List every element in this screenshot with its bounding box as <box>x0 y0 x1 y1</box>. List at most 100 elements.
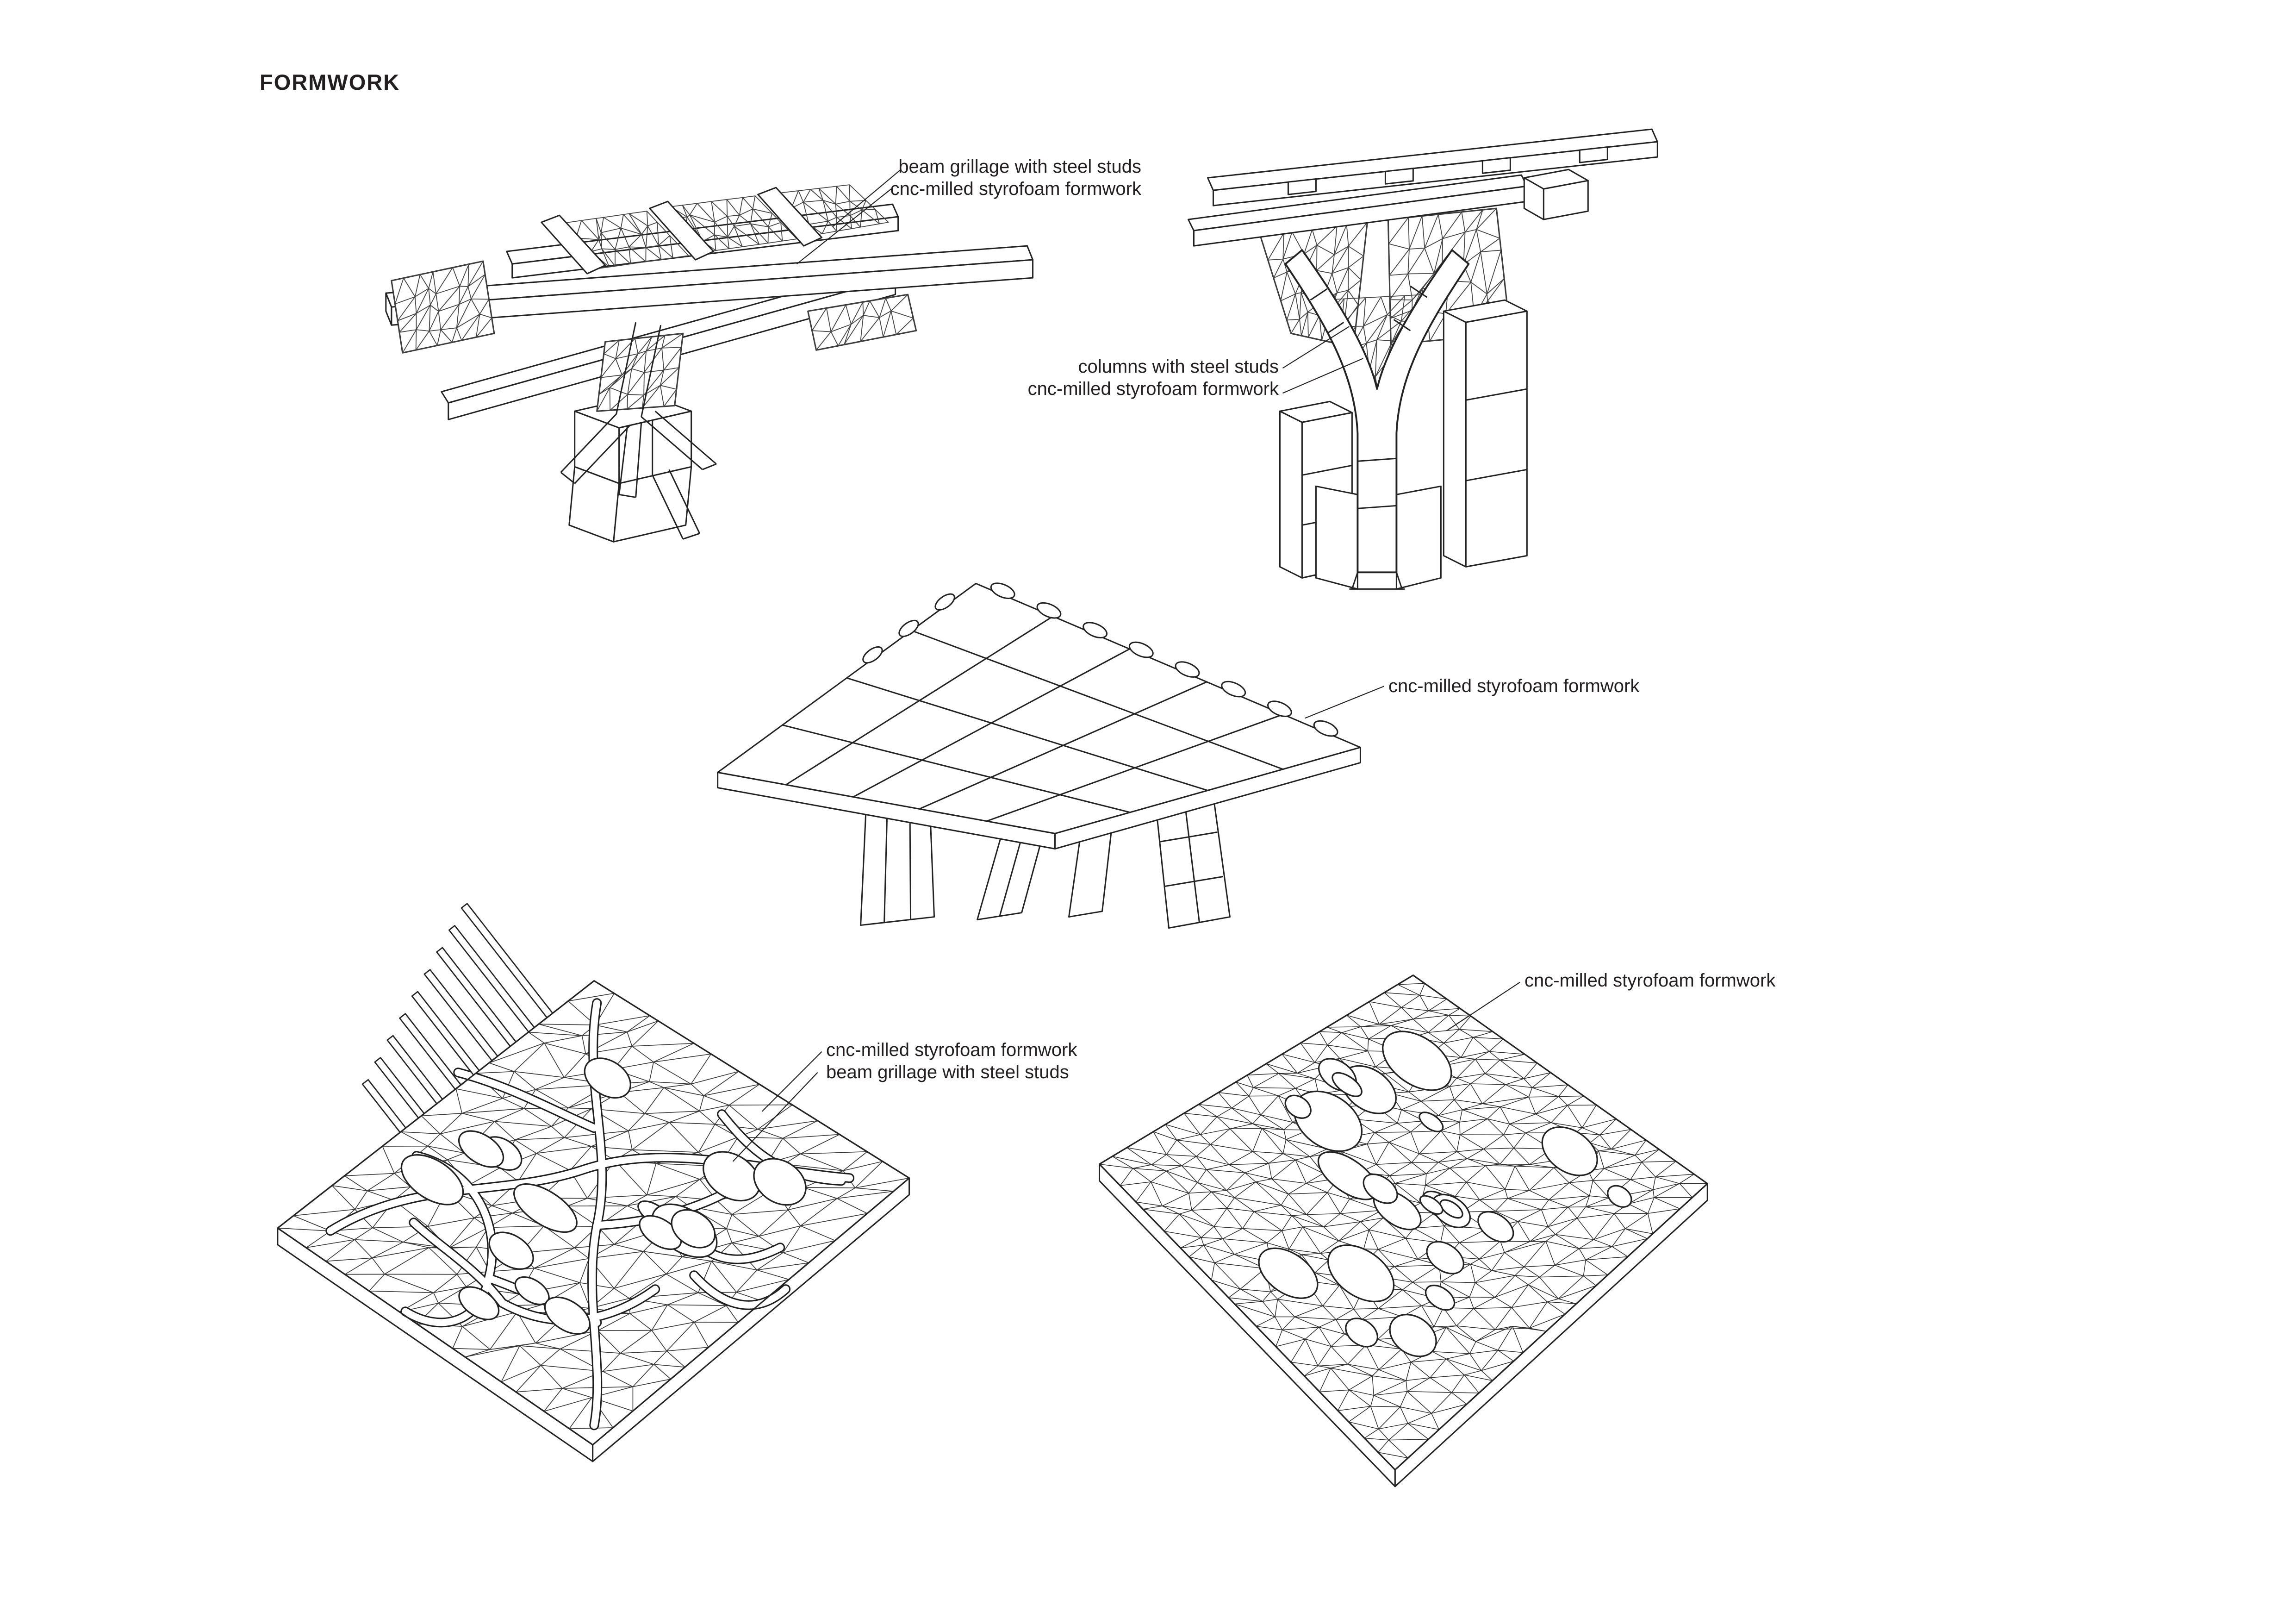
leader-lines <box>732 169 1520 1162</box>
rib <box>402 1152 496 1326</box>
figure-beam-grillage <box>385 184 1034 543</box>
branch-column-edge <box>560 322 717 498</box>
formwork-hole <box>458 1286 500 1320</box>
leader-line <box>1282 326 1350 369</box>
mesh-patch <box>391 261 495 354</box>
formwork-mound <box>1175 661 1200 678</box>
formwork-mounds <box>862 582 1338 737</box>
foam-block-face <box>1443 310 1467 568</box>
leader-line <box>832 169 902 227</box>
annotation-figure-5: cnc-milled styrofoam formwork <box>1524 969 1775 992</box>
formwork-hole <box>1426 1241 1464 1274</box>
triangulated-mesh <box>391 261 495 354</box>
leader-line <box>796 188 892 264</box>
page-title: FORMWORK <box>260 70 400 94</box>
foam-block-face <box>1315 485 1358 590</box>
rib <box>410 1219 506 1307</box>
end-block-outline <box>391 260 495 354</box>
leader-line <box>1446 981 1520 1031</box>
foam-block-face <box>1465 310 1528 568</box>
triangulated-mesh <box>807 294 917 351</box>
slab-grid-line <box>783 616 1284 822</box>
leader-line <box>761 1051 822 1112</box>
steel-stud <box>1287 178 1317 195</box>
steel-stud-beam <box>399 1013 462 1090</box>
formwork-mound <box>934 593 955 611</box>
strut-edge <box>652 469 701 540</box>
annotation-label: cnc-milled styrofoam formwork <box>1388 676 1640 696</box>
formwork-hole <box>400 1154 464 1206</box>
leader-line <box>1305 686 1384 719</box>
formwork-hole <box>584 1057 632 1099</box>
formwork-mound <box>1313 720 1338 737</box>
leader-line <box>1282 358 1363 394</box>
steel-stud <box>1481 157 1511 174</box>
formwork-hole <box>1363 1173 1398 1204</box>
formwork-mound <box>1128 641 1154 658</box>
foam-block-seam <box>1466 388 1527 481</box>
column-foot <box>1349 572 1405 590</box>
formwork-hole <box>1389 1313 1437 1357</box>
formwork-hole <box>671 1209 716 1249</box>
formwork-mound <box>1221 681 1246 698</box>
cross-beam <box>757 187 823 247</box>
figure-slab-on-columns <box>717 582 1361 929</box>
foam-box-face <box>1523 177 1544 220</box>
formwork-hole <box>703 1151 761 1202</box>
formwork-hole <box>544 1296 591 1335</box>
annotation-figure-4: cnc-milled styrofoam formwork beam grill… <box>826 1039 1077 1083</box>
formwork-hole <box>1258 1247 1319 1299</box>
hole-layer <box>1258 1031 1632 1357</box>
steel-stud <box>1579 146 1608 163</box>
foam-block-face <box>1279 410 1303 579</box>
annotation-figure-2: columns with steel studs cnc-milled styr… <box>1028 356 1279 400</box>
leader-line <box>732 1072 818 1162</box>
foam-block-face <box>1395 485 1442 590</box>
formwork-hole <box>488 1231 534 1270</box>
formwork-hole <box>513 1183 578 1233</box>
steel-stud-beam <box>386 1035 443 1105</box>
figure-waffle-grillage-slab <box>277 903 910 1462</box>
annotation-label: cnc-milled styrofoam formwork <box>1027 379 1279 399</box>
figure-y-column <box>1187 128 1658 590</box>
cross-beam <box>649 200 715 261</box>
formwork-hole <box>1419 1195 1444 1215</box>
rib <box>454 1069 598 1132</box>
slab-outline <box>277 980 910 1446</box>
formwork-hole <box>1327 1244 1395 1303</box>
annotation-label: beam grillage with steel studs <box>826 1062 1069 1082</box>
formwork-hole <box>1607 1185 1632 1208</box>
annotation-label: cnc-milled styrofoam formwork <box>826 1040 1077 1060</box>
formwork-mound <box>1036 602 1062 619</box>
beam-cap <box>385 292 392 326</box>
formwork-hole <box>1541 1126 1598 1176</box>
cross-beam <box>541 214 606 275</box>
mesh-patch <box>807 294 917 351</box>
slab-outline <box>1099 974 1708 1471</box>
formwork-hole <box>1419 1112 1444 1132</box>
steel-stud <box>1384 168 1414 185</box>
formwork-hole <box>1345 1318 1378 1348</box>
formwork-hole <box>1439 1199 1463 1219</box>
formwork-hole <box>1284 1094 1312 1119</box>
formwork-hole <box>458 1130 504 1168</box>
foam-box-face <box>613 466 692 543</box>
hole-layer <box>400 1057 807 1335</box>
formwork-mound <box>1083 622 1108 638</box>
annotation-label: cnc-milled styrofoam formwork <box>890 179 1141 199</box>
formwork-mound <box>862 646 883 664</box>
formwork-mound <box>990 582 1015 599</box>
annotation-label: cnc-milled styrofoam formwork <box>1524 970 1776 991</box>
figure-mesh-slab <box>1099 974 1708 1487</box>
annotation-label: columns with steel studs <box>1078 356 1279 377</box>
formwork-hole <box>1477 1211 1514 1243</box>
annotation-figure-3: cnc-milled styrofoam formwork <box>1388 675 1639 697</box>
slab-edge <box>1054 746 1361 850</box>
formwork-hole <box>1332 1072 1363 1097</box>
formwork-mound <box>1267 700 1292 717</box>
formwork-hole <box>753 1158 807 1206</box>
steel-stud-tick <box>1310 285 1428 509</box>
formwork-mound <box>898 619 919 637</box>
